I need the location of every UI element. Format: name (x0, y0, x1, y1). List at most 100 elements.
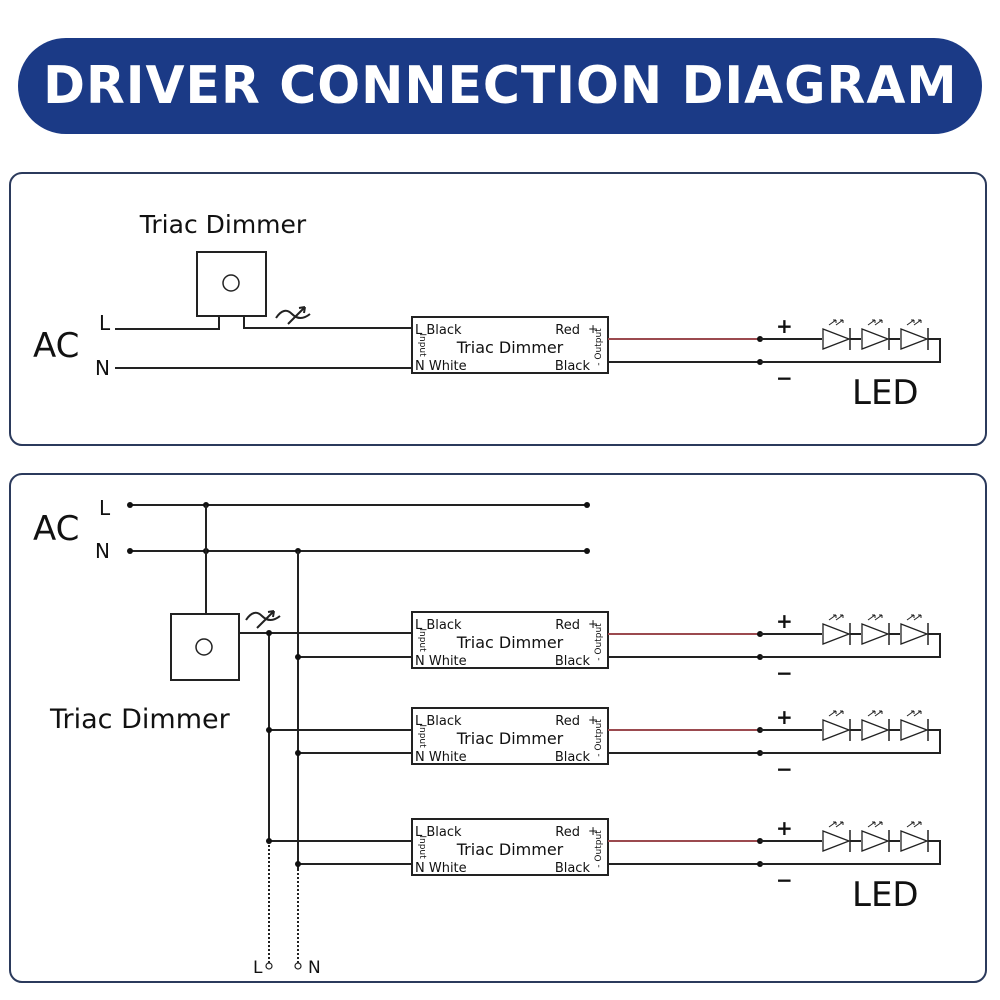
driver-input-n: N White (415, 359, 467, 374)
led-string-2: +− (608, 705, 941, 781)
driver-body (411, 316, 609, 374)
ac-label-2: AC (33, 509, 79, 549)
l-label-2: L (99, 496, 111, 520)
ac-label: AC (33, 326, 79, 366)
plus-sign: + (776, 609, 793, 633)
minus-sign: − (776, 366, 793, 390)
multi-driver-panel (9, 473, 987, 983)
led-diode-icon (861, 614, 890, 646)
driver-output-side-label: - Output (594, 623, 604, 661)
driver-output-neg: Black (555, 654, 591, 669)
driver-body (411, 611, 609, 669)
driver-plus: + (588, 617, 598, 631)
l-wire-out (243, 316, 412, 329)
led-diode-icon (822, 319, 851, 351)
driver-output-pos: Red (555, 825, 580, 840)
driver-input-side-label: Input (417, 333, 427, 357)
led-label-2: LED (852, 875, 919, 915)
led-diode-icon (900, 614, 929, 646)
minus-sign: − (776, 661, 793, 685)
led-string-1: +− (608, 609, 941, 685)
led-diode-icon (900, 319, 929, 351)
driver-name: Triac Dimmer (456, 729, 564, 748)
led-diode-icon (861, 319, 890, 351)
driver-output-pos: Red (555, 618, 580, 633)
driver-output-neg: Black (555, 359, 591, 374)
driver-output-side-label: - Output (594, 719, 604, 757)
led-string-3: +− (608, 816, 941, 892)
dimmer-label: Triac Dimmer (139, 210, 307, 239)
wall-dimmer-2 (170, 613, 240, 681)
wall-dimmer (196, 251, 267, 317)
l-label: L (99, 311, 111, 335)
page-title: DRIVER CONNECTION DIAGRAM (42, 56, 958, 116)
minus-sign: − (776, 868, 793, 892)
driver-input-l: L Black (415, 618, 462, 633)
single-driver-panel (9, 172, 987, 446)
dimmer-knob-icon-2 (195, 638, 213, 656)
led-diode-icon (900, 710, 929, 742)
led-strings: +−+−+− (608, 609, 941, 892)
driver-body (411, 707, 609, 765)
driver-plus: + (588, 713, 598, 727)
led-diode-icon (822, 710, 851, 742)
driver-input-l: L Black (415, 323, 462, 338)
driver-input-n: N White (415, 750, 467, 765)
led-diode-icon (900, 821, 929, 853)
l-wire-in (115, 316, 220, 330)
bottom-l-label: L (253, 958, 263, 978)
driver-name: Triac Dimmer (456, 633, 564, 652)
driver-name: Triac Dimmer (456, 840, 564, 859)
driver-output-neg: Black (555, 750, 591, 765)
minus-sign: − (776, 757, 793, 781)
led-diode-icon (861, 710, 890, 742)
driver-input-side-label: Input (417, 628, 427, 652)
driver-output-pos: Red (555, 714, 580, 729)
driver-plus: + (588, 824, 598, 838)
dimmer-box (196, 251, 267, 317)
dimmer-box-2 (170, 613, 240, 681)
driver-input-n: N White (415, 654, 467, 669)
driver-output-side-label: - Output (594, 328, 604, 366)
dimming-symbol-icon-2 (245, 611, 281, 621)
dimming-arrow-icon-2 (256, 610, 275, 629)
driver-input-n: N White (415, 861, 467, 876)
title-banner: DRIVER CONNECTION DIAGRAM (18, 38, 982, 134)
led-string-1: +− (608, 314, 941, 390)
dimmer-label-2: Triac Dimmer (49, 704, 231, 735)
driver-input-side-label: Input (417, 835, 427, 859)
led-string: +− (608, 314, 941, 390)
dimmer-knob-icon (222, 274, 240, 292)
driver-input-l: L Black (415, 825, 462, 840)
driver-plus: + (588, 322, 598, 336)
led-diode-icon (822, 821, 851, 853)
driver-body (411, 818, 609, 876)
plus-sign: + (776, 705, 793, 729)
dimming-symbol-icon (275, 309, 311, 319)
bottom-n-label: N (308, 958, 321, 978)
driver-output-side-label: - Output (594, 830, 604, 868)
led-label: LED (852, 373, 919, 413)
n-label-2: N (95, 539, 110, 563)
driver-output-pos: Red (555, 323, 580, 338)
extension-wires (268, 841, 299, 963)
led-diode-icon (822, 614, 851, 646)
plus-sign: + (776, 816, 793, 840)
driver-name: Triac Dimmer (456, 338, 564, 357)
driver-input-l: L Black (415, 714, 462, 729)
dimming-arrow-icon (287, 306, 306, 325)
driver-output-neg: Black (555, 861, 591, 876)
panel1: Triac Dimmer AC L N L Black N White Triac … (33, 210, 941, 413)
n-label: N (95, 356, 110, 380)
led-diode-icon (861, 821, 890, 853)
plus-sign: + (776, 314, 793, 338)
driver-input-side-label: Input (417, 724, 427, 748)
